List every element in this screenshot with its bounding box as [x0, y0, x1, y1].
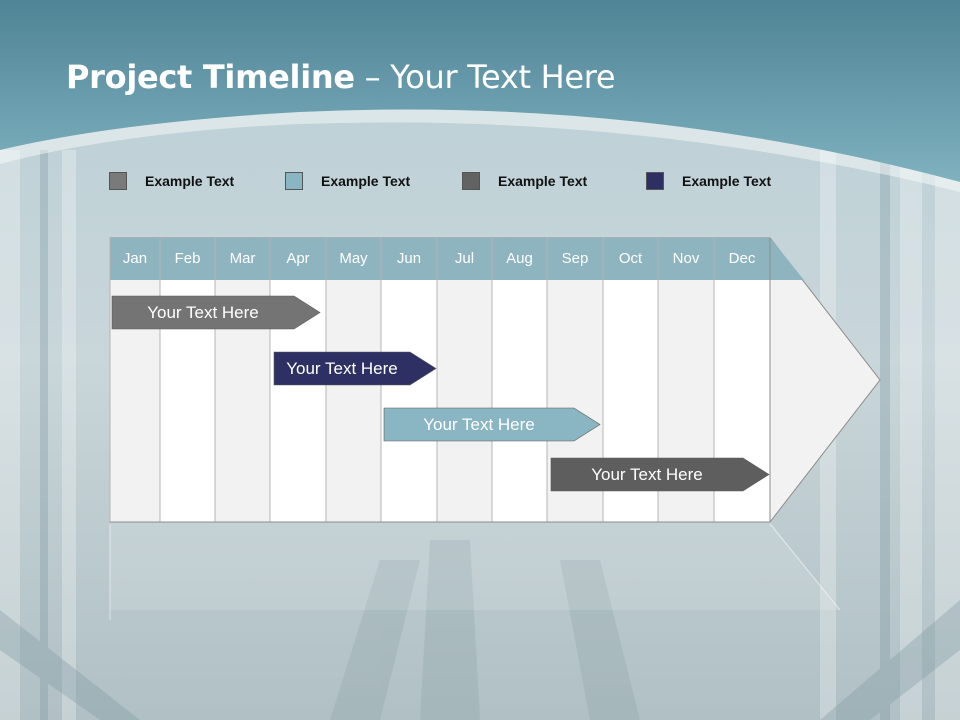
month-label: May — [339, 250, 368, 267]
month-header-cell — [326, 238, 381, 280]
task-arrow — [111, 295, 321, 330]
month-label: Jun — [396, 250, 422, 267]
task-arrow — [550, 457, 770, 492]
page-title-bold: Project Timeline — [66, 58, 355, 96]
legend-swatch — [285, 172, 303, 190]
page-title: Project Timeline – Your Text Here — [66, 58, 616, 96]
legend-item: Example Text — [646, 170, 771, 192]
legend-item: Example Text — [109, 170, 234, 192]
month-label: Apr — [286, 250, 310, 267]
legend-label: Example Text — [682, 173, 772, 189]
task-arrow-label: Your Text Here — [423, 415, 535, 434]
legend-item: Example Text — [462, 170, 587, 192]
task-arrow — [383, 407, 601, 442]
task-arrow-label: Your Text Here — [147, 303, 259, 322]
month-header-cell — [492, 238, 547, 280]
month-column — [437, 280, 492, 522]
month-header-cell — [547, 238, 603, 280]
legend-swatch — [646, 172, 664, 190]
task-arrow-label: Your Text Here — [591, 465, 703, 484]
legend-swatch — [109, 172, 127, 190]
task-arrow-label: Your Text Here — [286, 359, 398, 378]
month-header-cell — [270, 238, 326, 280]
month-label: Feb — [174, 250, 201, 267]
month-label: Mar — [229, 250, 256, 267]
month-column — [492, 280, 547, 522]
month-label: Oct — [618, 250, 643, 267]
month-header-cell — [215, 238, 270, 280]
task-arrow — [273, 351, 437, 386]
month-label: Jul — [454, 250, 475, 267]
month-label: Aug — [506, 250, 533, 267]
month-header-cell — [160, 238, 215, 280]
legend-label: Example Text — [321, 173, 411, 189]
month-header-cell — [603, 238, 658, 280]
month-column — [381, 280, 437, 522]
month-label: Nov — [672, 250, 700, 267]
timeline-reflection — [769, 523, 841, 611]
month-header-cell — [658, 238, 714, 280]
legend-item: Example Text — [285, 170, 410, 192]
timeline-arrow-header-tip — [770, 238, 804, 280]
legend-swatch — [462, 172, 480, 190]
month-label: Dec — [728, 250, 756, 267]
month-column — [326, 280, 381, 522]
month-label: Sep — [561, 250, 589, 267]
legend-label: Example Text — [498, 173, 588, 189]
month-header-cell — [714, 238, 770, 280]
month-header-cell — [381, 238, 437, 280]
legend-label: Example Text — [145, 173, 235, 189]
page-title-rest: – Your Text Here — [354, 58, 616, 96]
month-label: Jan — [122, 250, 148, 267]
month-header-cell — [437, 238, 492, 280]
month-header-cell — [110, 238, 160, 280]
